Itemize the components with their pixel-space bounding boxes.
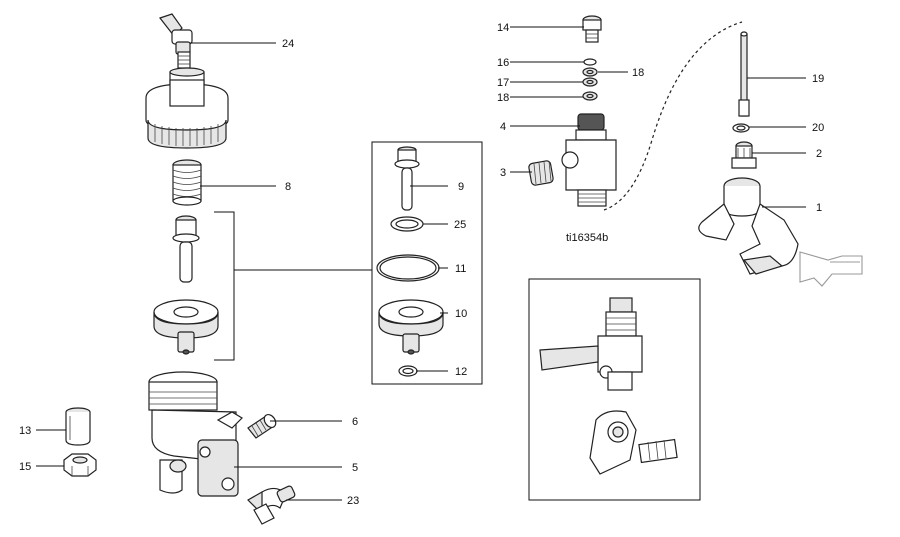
callout-5: 5	[352, 462, 358, 474]
part-10-valve-seat	[378, 299, 444, 355]
part-15-hex-nut	[63, 453, 97, 477]
valve-handle-detail-box	[528, 278, 701, 501]
callout-25: 25	[454, 219, 466, 231]
callout-3: 3	[500, 167, 506, 179]
part-8-spring	[172, 159, 202, 206]
part-3-threaded-insert	[528, 160, 554, 186]
part-1-tip-guard	[698, 177, 863, 287]
part-4-valve-body	[561, 113, 617, 207]
tee-fitting	[589, 410, 678, 475]
callout-15: 15	[19, 461, 31, 473]
callout-24: 24	[282, 38, 294, 50]
valve-detail-box	[371, 141, 483, 385]
part-14-cap	[582, 15, 602, 43]
callout-2: 2	[816, 148, 822, 160]
callout-12: 12	[455, 366, 467, 378]
callout-20: 20	[812, 122, 824, 134]
callout-11: 11	[455, 263, 466, 275]
callout-8: 8	[285, 181, 291, 193]
group-bracket	[214, 211, 372, 361]
callout-18-left: 18	[497, 92, 509, 104]
part-24-elbow-fitting	[159, 13, 193, 69]
callout-13: 13	[19, 425, 31, 437]
callout-17: 17	[497, 77, 509, 89]
valve-disk	[153, 299, 219, 355]
callout-23: 23	[347, 495, 359, 507]
callout-16: 16	[497, 57, 509, 69]
hose-path	[603, 21, 743, 211]
callout-19: 19	[812, 73, 824, 85]
callout-9: 9	[458, 181, 464, 193]
callout-4: 4	[500, 121, 506, 133]
filter-cap	[145, 67, 229, 149]
callout-10: 10	[455, 308, 467, 320]
callout-18-right: 18	[632, 67, 644, 79]
part-19-wand	[738, 31, 750, 117]
part-13-sight-glass	[65, 407, 91, 446]
callout-1: 1	[816, 202, 822, 214]
callout-14: 14	[497, 22, 509, 34]
part-5-filter-housing	[148, 371, 243, 497]
part-9-stem	[394, 146, 420, 211]
part-16-washer	[583, 58, 597, 66]
callout-labels: 24 8 9 25 11 10 12 6 5 23 13 15 14 16 17…	[19, 22, 824, 507]
part-6-plug	[247, 413, 277, 439]
plunger-stem	[172, 215, 200, 283]
callout-6: 6	[352, 416, 358, 428]
part-2-seat-housing	[731, 141, 757, 169]
valve-handle-assembly	[539, 297, 643, 391]
part-23-elbow	[247, 485, 296, 525]
figure-id: ti16354b	[566, 232, 608, 244]
leader-lines	[36, 26, 806, 501]
